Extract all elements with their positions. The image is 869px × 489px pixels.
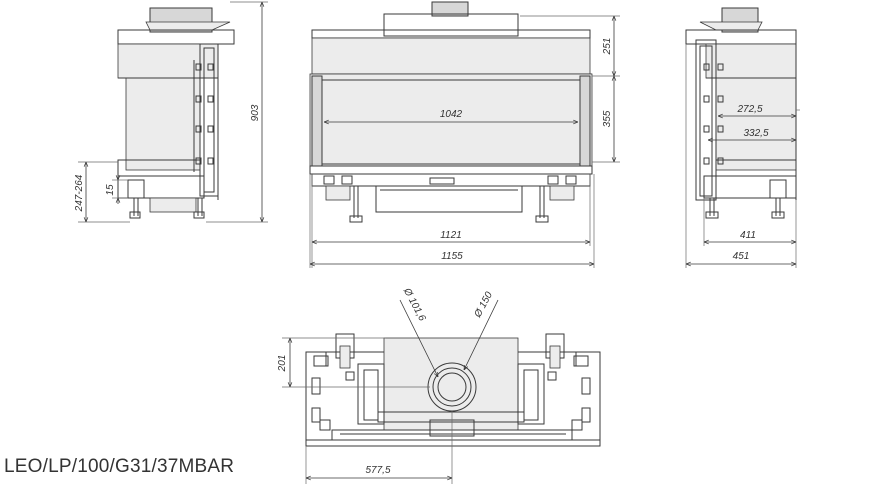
dim-flue-outer-diameter: Ø 150	[472, 290, 495, 320]
left-side-view: 903 247-264 15	[74, 1, 268, 223]
dim-side-glass-depth: 272,5	[736, 104, 762, 115]
dim-height-total: 903	[250, 104, 261, 121]
dim-front-total-width: 1155	[441, 251, 463, 262]
model-code: LEO/LP/100/G31/37MBAR	[4, 456, 235, 477]
dim-height-leg-range: 247-264	[74, 174, 85, 212]
top-view: Ø 101,6 Ø 150 201 577,5	[277, 286, 601, 484]
dim-flue-offset: 201	[277, 355, 288, 373]
right-side-view: 272,5 332,5 411 451	[685, 7, 800, 268]
dim-top-section: 251	[602, 38, 613, 56]
dim-flue-center-distance: 577,5	[365, 465, 390, 476]
dim-front-inner-width: 1121	[440, 230, 462, 241]
dim-side-total-depth: 451	[733, 251, 750, 262]
dim-side-base-depth: 411	[740, 230, 756, 241]
dim-glass-height: 355	[602, 110, 613, 127]
dim-leg-offset: 15	[105, 184, 116, 196]
dim-flue-inner-diameter: Ø 101,6	[401, 286, 428, 324]
dim-glass-width: 1042	[440, 109, 463, 120]
dim-side-inner-depth: 332,5	[743, 128, 768, 139]
front-view: 251 355 1042 1121 1155	[309, 1, 620, 268]
